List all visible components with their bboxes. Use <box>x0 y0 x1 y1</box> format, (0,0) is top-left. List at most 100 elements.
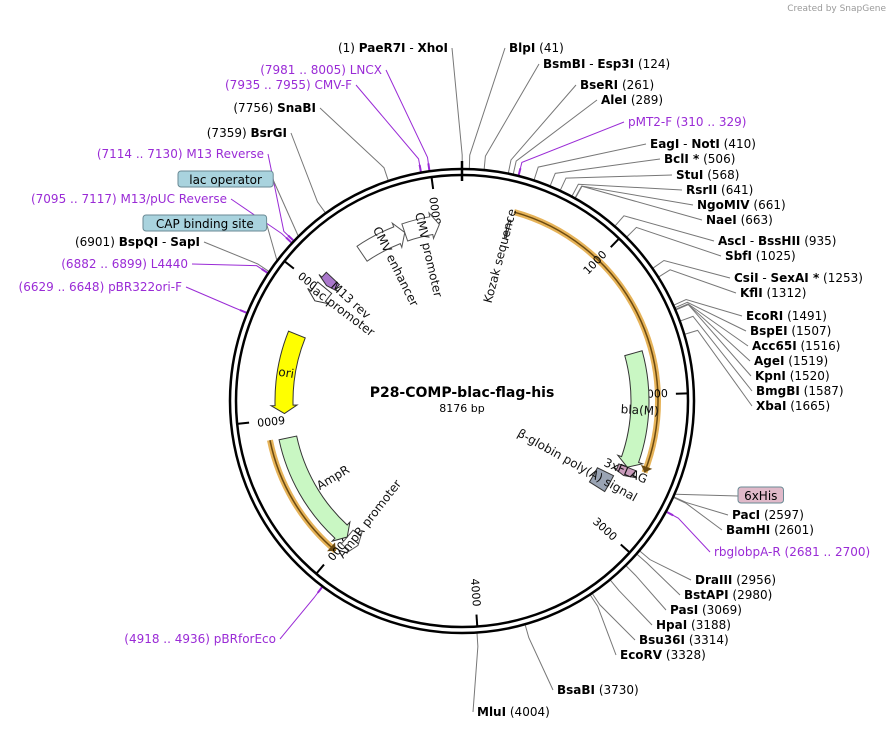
leader-line-bsmbi <box>483 63 540 170</box>
site-label-hpai: HpaI (3188) <box>656 618 731 632</box>
leader-line-bseri <box>507 84 577 173</box>
backbone-outer-ring <box>228 167 696 635</box>
leader-line-pbr322ori-f <box>185 286 247 314</box>
primer-mark-l4440 <box>261 268 268 274</box>
tick-mark-8000 <box>430 176 435 190</box>
plasmid-backbone <box>228 167 696 635</box>
primer-mark-cmv-f <box>418 164 422 172</box>
leader-line-rbglobpa-r <box>666 511 711 553</box>
leader-line-6xhis <box>675 493 739 497</box>
tick-label-6000: 6000 <box>256 413 285 429</box>
leader-line-alei <box>512 99 598 174</box>
leader-line-csii <box>652 259 731 279</box>
leader-line-rsrii <box>571 183 683 196</box>
leader-line-pbrforeco <box>279 586 323 640</box>
box-label-6xhis: 6xHis <box>744 489 777 503</box>
leader-line-cmv-f <box>355 84 422 172</box>
feature-kozak-sequence <box>503 219 512 239</box>
primer-mark-pbr322ori-f <box>239 309 247 314</box>
tick-mark-3000 <box>620 543 631 554</box>
site-label-pasi: PasI (3069) <box>670 603 742 617</box>
feature-m13-rev <box>318 271 341 293</box>
site-label-naei: NaeI (663) <box>706 213 773 227</box>
site-label-paer7i: (1) PaeR7I - XhoI <box>338 41 448 55</box>
site-label-bspei: BspEI (1507) <box>750 324 831 338</box>
primer-mark-lncx <box>427 163 431 171</box>
leader-line-cap-binding-site <box>266 223 278 260</box>
feature-label-ampr: AmpR <box>314 462 352 492</box>
leader-line-bmgbi <box>680 315 753 392</box>
leader-line-paci <box>674 496 729 516</box>
site-label-snabi: (7756) SnaBI <box>233 101 316 115</box>
feature-lac-promoter <box>307 281 333 305</box>
site-label-asci: AscI - BssHII (935) <box>718 234 836 248</box>
leader-line-bspqi <box>203 241 269 272</box>
site-label-kpni: KpnI (1520) <box>755 369 830 383</box>
feature-bla-m- <box>616 350 650 468</box>
site-label-m13-puc-reverse: (7095 .. 7117) M13/pUC Reverse <box>31 192 227 206</box>
primer-mark-m13-puc-reverse <box>285 236 292 244</box>
box-lac-operator <box>177 170 274 188</box>
plasmid-name: P28-COMP-blac-flag-his <box>370 385 555 401</box>
leader-line-kpni <box>676 303 752 377</box>
leader-line-bsrgi <box>290 132 326 213</box>
site-label-rsrii: RsrII (641) <box>686 183 753 197</box>
site-label-ecorv: EcoRV (3328) <box>620 648 706 662</box>
leader-line-bamhi <box>673 497 723 531</box>
orf-arrowhead-0 <box>640 464 653 473</box>
feature-ori <box>269 330 306 415</box>
leader-line-paer7i <box>451 47 463 169</box>
tick-mark-6000 <box>237 421 250 425</box>
orf-arrowhead-1 <box>327 542 336 552</box>
orf-arcs <box>267 209 661 554</box>
feature-ampr-promoter <box>340 529 363 554</box>
site-label-csii: CsiI - SexAI * (1253) <box>734 271 863 285</box>
box-label-lac-operator: lac operator <box>189 173 262 187</box>
site-label-bstapi: BstAPI (2980) <box>684 588 772 602</box>
leader-line-draiii <box>639 550 692 581</box>
orf-arc-core-1 <box>269 440 337 552</box>
feature-label-bla-m-: bla(M) <box>620 402 659 418</box>
tick-label-3000: 3000 <box>590 515 619 543</box>
box-label-cap-binding-site: CAP binding site <box>156 217 254 231</box>
orf-arc-core-0 <box>513 211 659 473</box>
leader-lines <box>185 47 753 713</box>
leader-line-stui <box>560 174 673 191</box>
site-label-lncx: (7981 .. 8005) LNCX <box>260 63 382 77</box>
site-label-stui: StuI (568) <box>676 168 739 182</box>
leader-line-eagi <box>533 143 647 180</box>
site-label-pbr322ori-f: (6629 .. 6648) pBR322ori-F <box>19 280 183 294</box>
leader-line-asci <box>615 215 715 242</box>
leader-line-kfli <box>658 269 737 294</box>
site-label-agei: AgeI (1519) <box>754 354 828 368</box>
feature-ampr <box>278 435 351 543</box>
leader-line-ecori <box>674 299 743 317</box>
primer-mark-pbrforeco <box>316 586 323 594</box>
leader-line-acc65i <box>675 303 749 347</box>
site-label-pmt2-f: pMT2-F (310 .. 329) <box>628 115 746 129</box>
site-label-alei: AleI (289) <box>601 93 663 107</box>
site-label-bmgbi: BmgBI (1587) <box>756 384 844 398</box>
leader-line-hpai <box>610 580 653 626</box>
feature-label-ori: ori <box>277 365 295 381</box>
leader-line-pasi <box>626 565 667 611</box>
site-label-m13-reverse: (7114 .. 7130) M13 Reverse <box>97 147 264 161</box>
site-label-ngomiv: NgoMIV (661) <box>697 198 786 212</box>
site-label-cmv-f: (7935 .. 7955) CMV-F <box>225 78 352 92</box>
tick-mark-7000 <box>283 260 295 270</box>
site-label-bamhi: BamHI (2601) <box>726 523 814 537</box>
site-label-rbglobpa-r: rbglobpA-R (2681 .. 2700) <box>714 545 870 559</box>
leader-line-lncx <box>385 69 430 171</box>
plasmid-size: 8176 bp <box>439 402 484 415</box>
tick-mark-4000 <box>475 614 479 627</box>
tick-label-1000: 1000 <box>581 248 610 277</box>
site-label-bseri: BseRI (261) <box>580 78 654 92</box>
leader-line-pmt2-f <box>518 121 625 176</box>
site-label-kfli: KflI (1312) <box>740 286 806 300</box>
feature-label-kozak-sequence: Kozak sequence <box>481 207 519 304</box>
leader-line-bsabi <box>524 625 554 691</box>
tick-mark-5000 <box>315 563 325 575</box>
leader-line-mlui <box>472 633 479 713</box>
